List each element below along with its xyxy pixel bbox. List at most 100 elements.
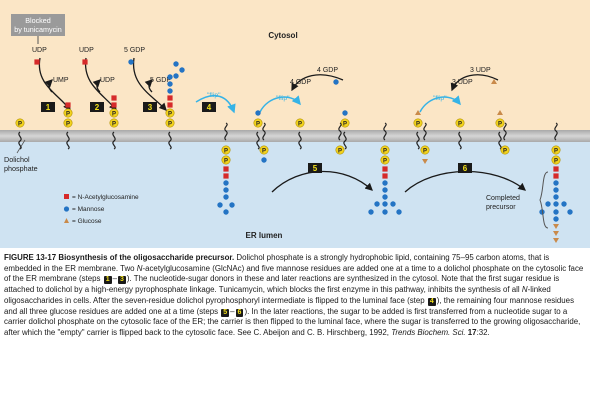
step-3-num: 3 [148,103,153,112]
phosphate [335,145,345,155]
tunicamycin-box [11,14,65,36]
phosphate [380,155,390,165]
mannose-residue [553,180,559,186]
glcnac-residue [82,59,88,65]
oligosaccharide-diagram: Cytosol ER lumen Blocked by tunicamycin … [0,0,590,248]
mannose-residue [179,67,185,73]
caption-title: Biosynthesis of the oligosaccharide prec… [58,253,235,262]
mannose-residue [167,81,173,87]
mannose-residue [128,59,134,65]
dolichol-tail [343,131,347,150]
glcnac-residue [167,102,173,108]
dolichol-tail [554,122,558,141]
gdp-release-arrow [144,79,153,93]
cytosol-label: Cytosol [268,31,297,40]
flip-label-2: "flip" [276,95,290,102]
mannose-residue [217,202,223,208]
phosphate-label: P [18,121,22,127]
udp3-arrow [450,74,499,92]
flip-arrow-1 [195,94,236,114]
cytosol-region [0,0,590,130]
ump-release-arrow [44,79,53,93]
dolichol-tail [224,122,228,141]
phosphate-label: P [416,121,420,127]
step3-arrow [132,57,167,111]
caption-italic-n-2: N [521,285,528,295]
legend-glcnac-label: = N-Acetylglucosamine [72,194,139,201]
phosphate [455,118,465,128]
glucose-residue [553,231,559,236]
mannose-residue [390,201,396,207]
glcnac-residue [111,102,117,108]
mannose-residue [382,209,388,215]
step-badge-2 [90,102,104,112]
dolichol-tail [168,131,172,150]
mannose-residue [561,201,567,207]
phosphate-label: P [383,158,387,164]
completed-brace [539,171,549,229]
mannose-residue [368,209,374,215]
dolichol-tail [262,122,266,141]
mannose-residue [382,201,388,207]
mannose-residue [553,216,559,222]
phosphate-label: P [112,111,116,117]
mannose-residue [223,194,229,200]
udp-label-2: UDP [79,47,94,54]
mannose-residue [553,209,559,215]
dolichol-tail [458,131,462,150]
glucose-residue [422,159,428,164]
blocked-label-2: by tunicamycin [14,25,62,34]
glucose-residue [491,79,497,84]
phosphate [420,145,430,155]
legend-glcnac-swatch [64,194,69,199]
gdp-label-4b: 4 GDP [290,79,311,86]
mannose-residue [539,209,545,215]
er-membrane [0,130,590,142]
step-1-num: 1 [46,103,51,112]
mannose-residue [223,180,229,186]
dolichol-tail [298,131,302,150]
glcnac-residue [111,95,117,101]
mannose-residue [567,209,573,215]
gdp-label-5a: 5 GDP [124,47,145,54]
mannose-residue [261,157,267,163]
step-4-num: 4 [207,103,212,112]
mannose-residue [374,201,380,207]
phosphate [413,118,423,128]
mannose-residue [229,202,235,208]
dolichol-label-2: phosphate [4,164,38,173]
dolichol-tail [383,122,387,141]
caption-text-2: -acetylglucosamine (GlcNAc) and five man… [4,263,584,284]
caption-text-3: ). The nucleotide-sugar donors in these … [4,274,560,295]
phosphate [500,145,510,155]
mannose-residue [553,187,559,193]
dolichol-label-1: Dolichol [4,155,30,164]
phosphate-label: P [66,121,70,127]
dolichol-tail [66,131,70,150]
caption-journal: Trends Biochem. Sci. [391,327,466,337]
caption-text-6: ). In the later reactions, the sugar to … [4,306,581,337]
caption-italic-n-1: N [136,263,143,273]
dolichol-tail [503,122,507,141]
glucose-residue [553,238,559,243]
phosphate-label: P [503,148,507,154]
mannose-residue [255,110,261,116]
udp-label-3: UDP [100,77,115,84]
legend-mannose-swatch [63,206,70,212]
flip-arrow-3 [419,95,461,113]
udp-label-3b: 3 UDP [452,79,473,86]
phosphate [495,118,505,128]
step-badge-4 [202,102,216,112]
lumen-region [0,140,590,248]
phosphate-label: P [554,148,558,154]
phosphate-label: P [554,158,558,164]
phosphate-label: P [423,148,427,154]
completed-label-2: precursor [486,204,516,211]
phosphate-label: P [498,121,502,127]
caption-volume: 17 [467,327,477,337]
glcnac-residue [167,95,173,101]
phosphate [63,118,73,128]
glcnac-residue [382,173,388,179]
mannose-residue [553,194,559,200]
flip-arrow-2 [259,95,301,113]
